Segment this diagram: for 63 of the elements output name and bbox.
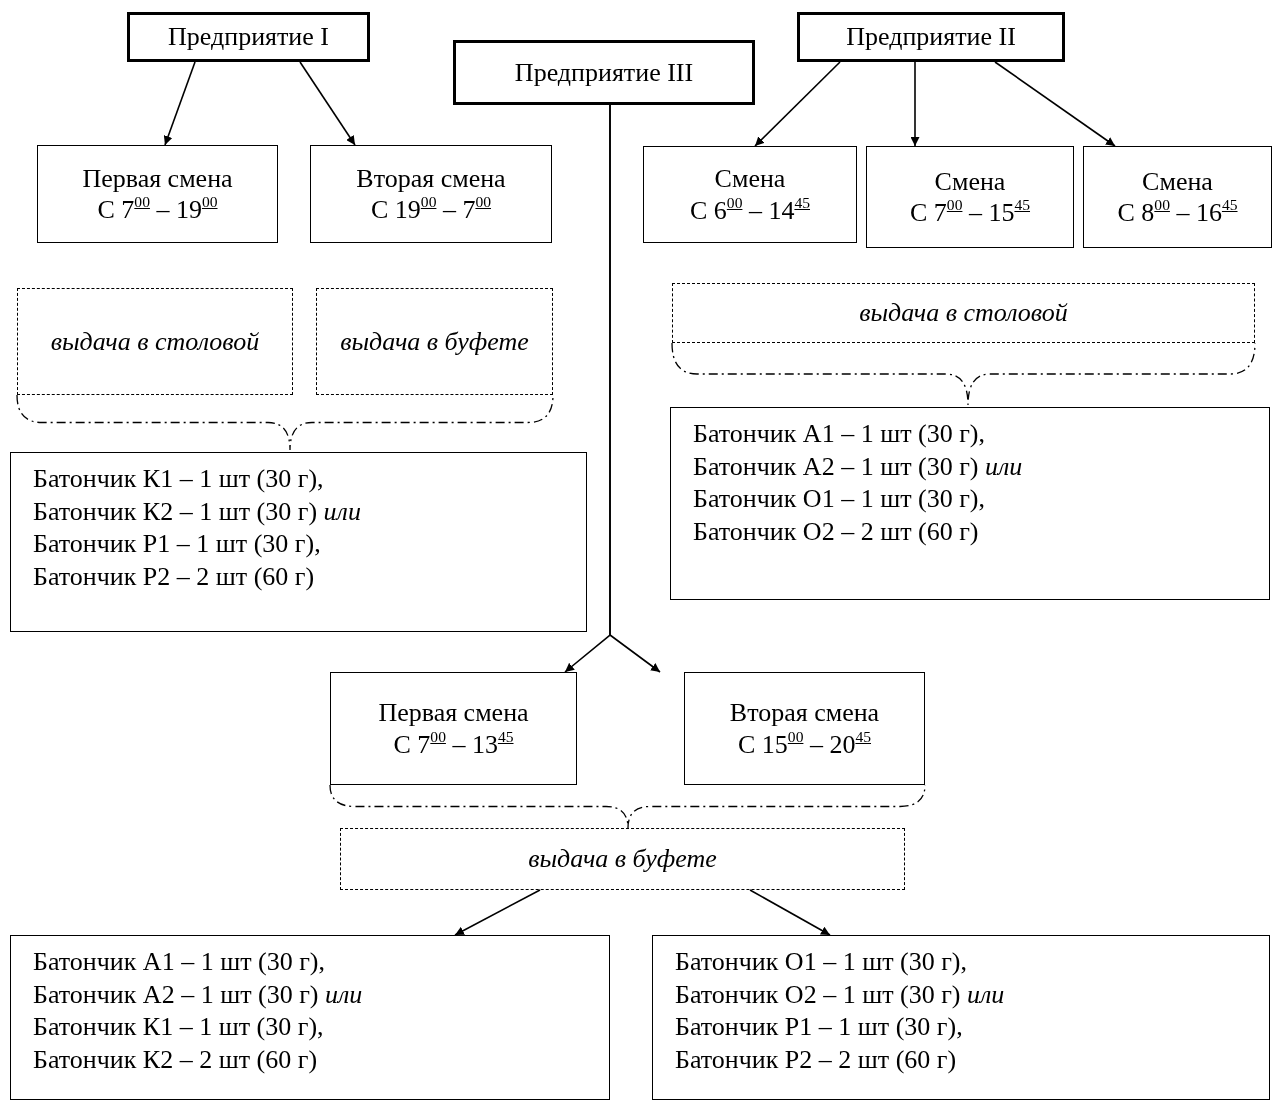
node-text: С 15$^{00}$ – 20$^{45}$ [738, 728, 871, 760]
list-line: Батончик К2 – 2 шт (60 г) [33, 1043, 318, 1076]
distribution-box [672, 283, 1255, 343]
node-text: Первая смена [378, 697, 529, 729]
enterprise-box [797, 12, 1065, 62]
node-text: С 8$^{00}$ – 16$^{45}$ [1117, 197, 1238, 229]
arrow [454, 889, 541, 936]
node-text: Вторая смена [729, 697, 880, 729]
list-line: Батончик А2 – 1 шт (30 г) или [693, 450, 1023, 483]
shift-box [330, 672, 577, 785]
node-text: Смена [934, 165, 1006, 197]
product-list-box [10, 452, 587, 632]
node-text: Предприятие III [514, 56, 694, 89]
node-text: С 6$^{00}$ – 14$^{45}$ [690, 194, 810, 226]
list-line: Батончик Р2 – 2 шт (60 г) [33, 560, 315, 593]
list-line: Батончик А1 – 1 шт (30 г), [33, 946, 325, 978]
list-line: Батончик О1 – 1 шт (30 г), [675, 946, 967, 978]
node-text: С 7$^{00}$ – 13$^{45}$ [393, 728, 514, 760]
node-text: С 7$^{00}$ – 19$^{00}$ [97, 194, 218, 226]
list-line: Батончик Р1 – 1 шт (30 г), [33, 528, 321, 560]
list-line: Батончик О2 – 1 шт (30 г) или [675, 978, 1005, 1011]
arrow [994, 61, 1116, 147]
list-line: Батончик О2 – 2 шт (60 г) [693, 515, 979, 548]
shift-box [37, 145, 278, 243]
node-text: С 7$^{00}$ – 15$^{45}$ [910, 197, 1030, 229]
shift-box [310, 145, 552, 243]
product-list-box [652, 935, 1270, 1100]
distribution-box [316, 288, 553, 395]
note-text: выдача в столовой [859, 297, 1068, 329]
distribution-box [340, 828, 905, 890]
list-line: Батончик О1 – 1 шт (30 г), [693, 483, 985, 515]
arrow [163, 61, 196, 146]
list-line: Батончик Р2 – 2 шт (60 г) [675, 1043, 957, 1076]
list-line: Батончик К2 – 1 шт (30 г) или [33, 495, 361, 528]
node-text: Предприятие I [168, 21, 329, 53]
note-text: выдача в буфете [528, 843, 717, 875]
list-line: Батончик Р1 – 1 шт (30 г), [675, 1011, 963, 1043]
shift-box [643, 146, 857, 243]
node-text: Смена [714, 163, 786, 195]
arrow [609, 104, 661, 673]
product-list-box [670, 407, 1270, 600]
shift-box [1083, 146, 1272, 248]
shift-box [866, 146, 1074, 248]
arrow [754, 61, 841, 147]
node-text: Первая смена [82, 162, 233, 194]
list-line: Батончик А2 – 1 шт (30 г) или [33, 978, 363, 1011]
distribution-box [17, 288, 293, 395]
list-line: Батончик К1 – 1 шт (30 г), [33, 463, 324, 495]
enterprise-box [453, 40, 755, 105]
note-text: выдача в столовой [50, 325, 260, 358]
node-text: Смена [1142, 165, 1213, 197]
note-text: выдача в буфете [340, 325, 529, 358]
list-line: Батончик А1 – 1 шт (30 г), [693, 418, 985, 450]
enterprise-box [127, 12, 370, 62]
node-text: С 19$^{00}$ – 7$^{00}$ [371, 194, 491, 226]
arrow [910, 61, 920, 147]
node-text: Предприятие II [846, 21, 1016, 53]
node-text: Вторая смена [356, 162, 506, 194]
list-line: Батончик К1 – 1 шт (30 г), [33, 1011, 324, 1043]
product-list-box [10, 935, 610, 1100]
arrow [749, 889, 831, 936]
shift-box [684, 672, 925, 785]
arrow [299, 61, 356, 146]
